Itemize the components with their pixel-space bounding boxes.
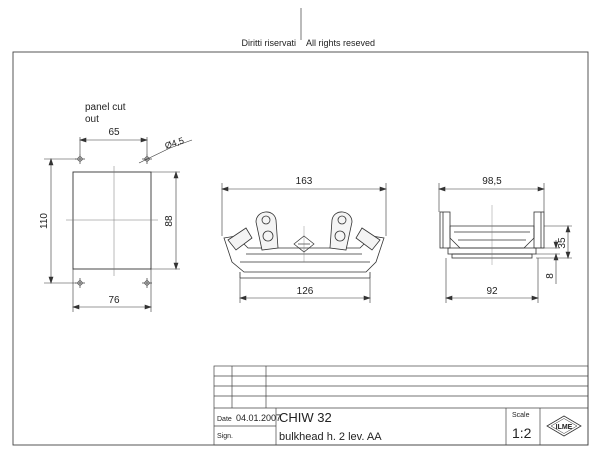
date-value: 04.01.2007 — [236, 413, 281, 423]
cutout-dim-right-value: 88 — [164, 215, 175, 227]
sign-label: Sign. — [217, 433, 233, 440]
cutout-dim-right — [151, 171, 180, 270]
product-description: bulkhead h. 2 lev. AA — [279, 431, 382, 443]
ilme-logo: ILME — [546, 415, 582, 437]
rights-reserved-italian: Diritti riservati — [241, 38, 296, 48]
title-block-grid — [213, 365, 589, 446]
cutout-dim-top-value: 65 — [108, 127, 120, 138]
cutout-dim-bottom-value: 76 — [108, 295, 120, 306]
front-dim-bottom — [239, 278, 371, 303]
housing-side-view: 98,5 35 — [438, 176, 572, 303]
cutout-label-line2: out — [85, 114, 99, 125]
side-housing-body — [439, 205, 545, 265]
front-dim-top — [221, 183, 387, 236]
side-dim-top-value: 98,5 — [482, 176, 502, 187]
header: Diritti riservati All rights reseved — [241, 8, 375, 48]
front-dim-bottom-value: 126 — [297, 286, 314, 297]
side-dim-top — [438, 183, 545, 212]
cutout-outline — [72, 171, 152, 270]
front-center-emblem — [293, 226, 315, 262]
logo-text: ILME — [556, 424, 573, 431]
cutout-dim-left — [44, 158, 76, 284]
cutout-label-line1: panel cut — [85, 102, 126, 113]
cutout-mounting-holes — [75, 154, 152, 288]
date-label: Date — [217, 416, 232, 423]
side-dim-flange — [536, 240, 560, 284]
side-dim-height-value: 35 — [557, 237, 568, 249]
rights-reserved-english: All rights reseved — [306, 38, 375, 48]
side-dim-bottom — [445, 258, 539, 303]
title-block: Date 04.01.2007 Sign. CHIW 32 bulkhead h… — [213, 365, 589, 446]
front-dim-top-value: 163 — [296, 176, 313, 187]
cutout-hole-diameter: Ø4,5 — [164, 135, 186, 151]
product-code: CHIW 32 — [279, 410, 332, 425]
housing-front-view: 163 — [221, 176, 387, 303]
cutout-dim-bottom — [72, 269, 152, 312]
side-dim-bottom-value: 92 — [486, 286, 498, 297]
front-right-lever — [329, 211, 381, 251]
panel-cutout-view: panel cut out 65 Ø4,5 — [39, 102, 193, 312]
cutout-dim-top — [79, 137, 148, 154]
side-dim-flange-value: 8 — [545, 273, 556, 279]
cutout-hole-leader — [138, 139, 193, 164]
scale-value: 1:2 — [512, 425, 532, 441]
scale-label: Scale — [512, 412, 530, 419]
side-dim-height — [536, 225, 572, 259]
cutout-dim-left-value: 110 — [39, 213, 50, 229]
front-left-lever — [227, 211, 279, 251]
